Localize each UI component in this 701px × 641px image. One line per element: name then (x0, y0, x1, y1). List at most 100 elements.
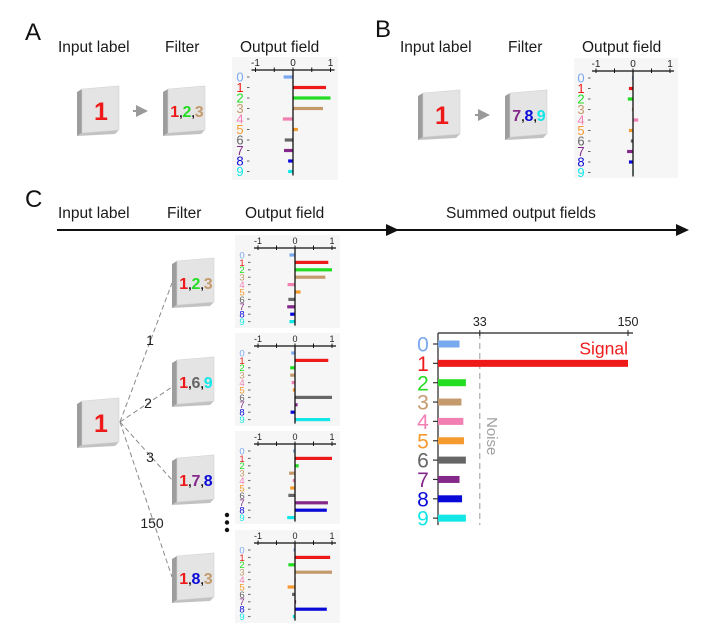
chart-background (574, 58, 678, 178)
digit-separator: , (188, 377, 191, 391)
digit-separator: , (200, 278, 203, 292)
panel-a: A Input label Filter Output field 1 1,2,… (25, 19, 338, 180)
bar-4 (292, 479, 295, 483)
panel-c-summed-header: Summed output fields (446, 205, 596, 222)
tile-side (172, 261, 177, 308)
input-label-tile: 1 (77, 397, 120, 448)
input-digit: 1 (94, 98, 108, 126)
digit-7: 7 (512, 108, 521, 125)
category-label: 0 (239, 446, 244, 457)
digit-9: 9 (204, 375, 213, 392)
category-label: 6 (417, 450, 429, 473)
bar-6 (292, 592, 295, 596)
category-label: 6 (239, 491, 244, 502)
tile-face (81, 397, 120, 446)
x-tick-label: 1 (328, 58, 334, 69)
panel-a-output-field-header: Output field (240, 39, 319, 56)
bar-9 (292, 615, 295, 619)
x-tick-label: -1 (254, 236, 262, 246)
tile-side (77, 89, 82, 136)
bar-4 (287, 283, 295, 287)
category-label: 3 (236, 101, 243, 116)
bar-0 (293, 449, 295, 453)
category-label: 5 (239, 483, 244, 494)
bar-5 (287, 585, 295, 589)
bar-8 (295, 508, 327, 512)
chart-background (235, 530, 340, 623)
chart-background (235, 431, 340, 524)
bar-1 (295, 456, 332, 460)
connection-line (119, 421, 173, 578)
bar-8 (290, 410, 295, 414)
bar-8 (295, 607, 327, 611)
digit-3: 3 (204, 571, 213, 588)
bar-1 (295, 555, 331, 559)
filter-digits: 1,8,3 (179, 571, 213, 588)
bar-2 (627, 97, 633, 101)
category-label: 7 (239, 498, 244, 509)
filter-tile: 1,2,3 (163, 85, 206, 136)
category-label: 4 (577, 113, 584, 128)
input-label-tile: 1 (77, 85, 120, 136)
tile-face (176, 356, 215, 405)
bar-3 (289, 471, 295, 475)
category-label: 0 (236, 70, 243, 85)
category-label: 0 (239, 348, 244, 359)
filter-tile: 1,7,8 (172, 454, 215, 505)
arrowhead-icon (386, 224, 399, 236)
x-tick-label: 0 (630, 59, 636, 70)
digit-1: 1 (179, 571, 188, 588)
category-label: 1 (239, 454, 244, 465)
category-label: 4 (417, 411, 429, 434)
x-tick-label: 0 (292, 236, 297, 246)
bar-9 (289, 320, 295, 324)
bar-7 (295, 501, 328, 505)
x-tick-label: 0 (290, 58, 296, 69)
bar-4 (438, 417, 464, 425)
category-label: 5 (239, 582, 244, 593)
bar-2 (295, 464, 299, 468)
digit-1: 1 (94, 98, 108, 126)
category-label: 2 (417, 372, 429, 395)
ellipsis-dot (224, 520, 230, 525)
bar-3 (293, 106, 323, 111)
category-label: 8 (239, 408, 244, 419)
bar-6 (284, 138, 293, 142)
ellipsis-icon (224, 512, 230, 533)
category-label: 4 (239, 476, 244, 487)
digit-separator: , (179, 106, 182, 120)
panel-c-input-label-header: Input label (58, 205, 130, 222)
bar-9 (295, 418, 331, 422)
filter-tile: 1,6,9 (172, 356, 215, 407)
bar-8 (290, 312, 295, 316)
arrowhead-icon (676, 224, 689, 236)
tile-face (176, 552, 215, 601)
digit-8: 8 (525, 108, 534, 125)
filter-digits: 1,2,3 (170, 104, 204, 121)
x-tick-label: 150 (618, 315, 639, 329)
category-label: 8 (239, 506, 244, 517)
bar-2 (293, 96, 331, 100)
category-label: 8 (239, 310, 244, 321)
bar-3 (438, 398, 462, 406)
category-label: 3 (239, 469, 244, 480)
tile-face (509, 89, 548, 138)
panel-b: B Input label Filter Output field 1 7,8,… (375, 16, 678, 180)
bar-4 (633, 118, 639, 122)
bar-9 (438, 514, 466, 522)
digit-2: 2 (192, 276, 201, 293)
panel-c-output-field-header: Output field (245, 205, 324, 222)
bar-2 (288, 563, 295, 567)
x-tick-label: -1 (251, 58, 260, 69)
bar-4 (291, 381, 295, 385)
panel-a-filter-header: Filter (165, 39, 199, 56)
tile-side (172, 556, 177, 603)
x-tick-label: 0 (292, 334, 297, 344)
bar-8 (628, 160, 633, 164)
chart-background (235, 235, 340, 328)
category-label: 9 (239, 415, 244, 426)
